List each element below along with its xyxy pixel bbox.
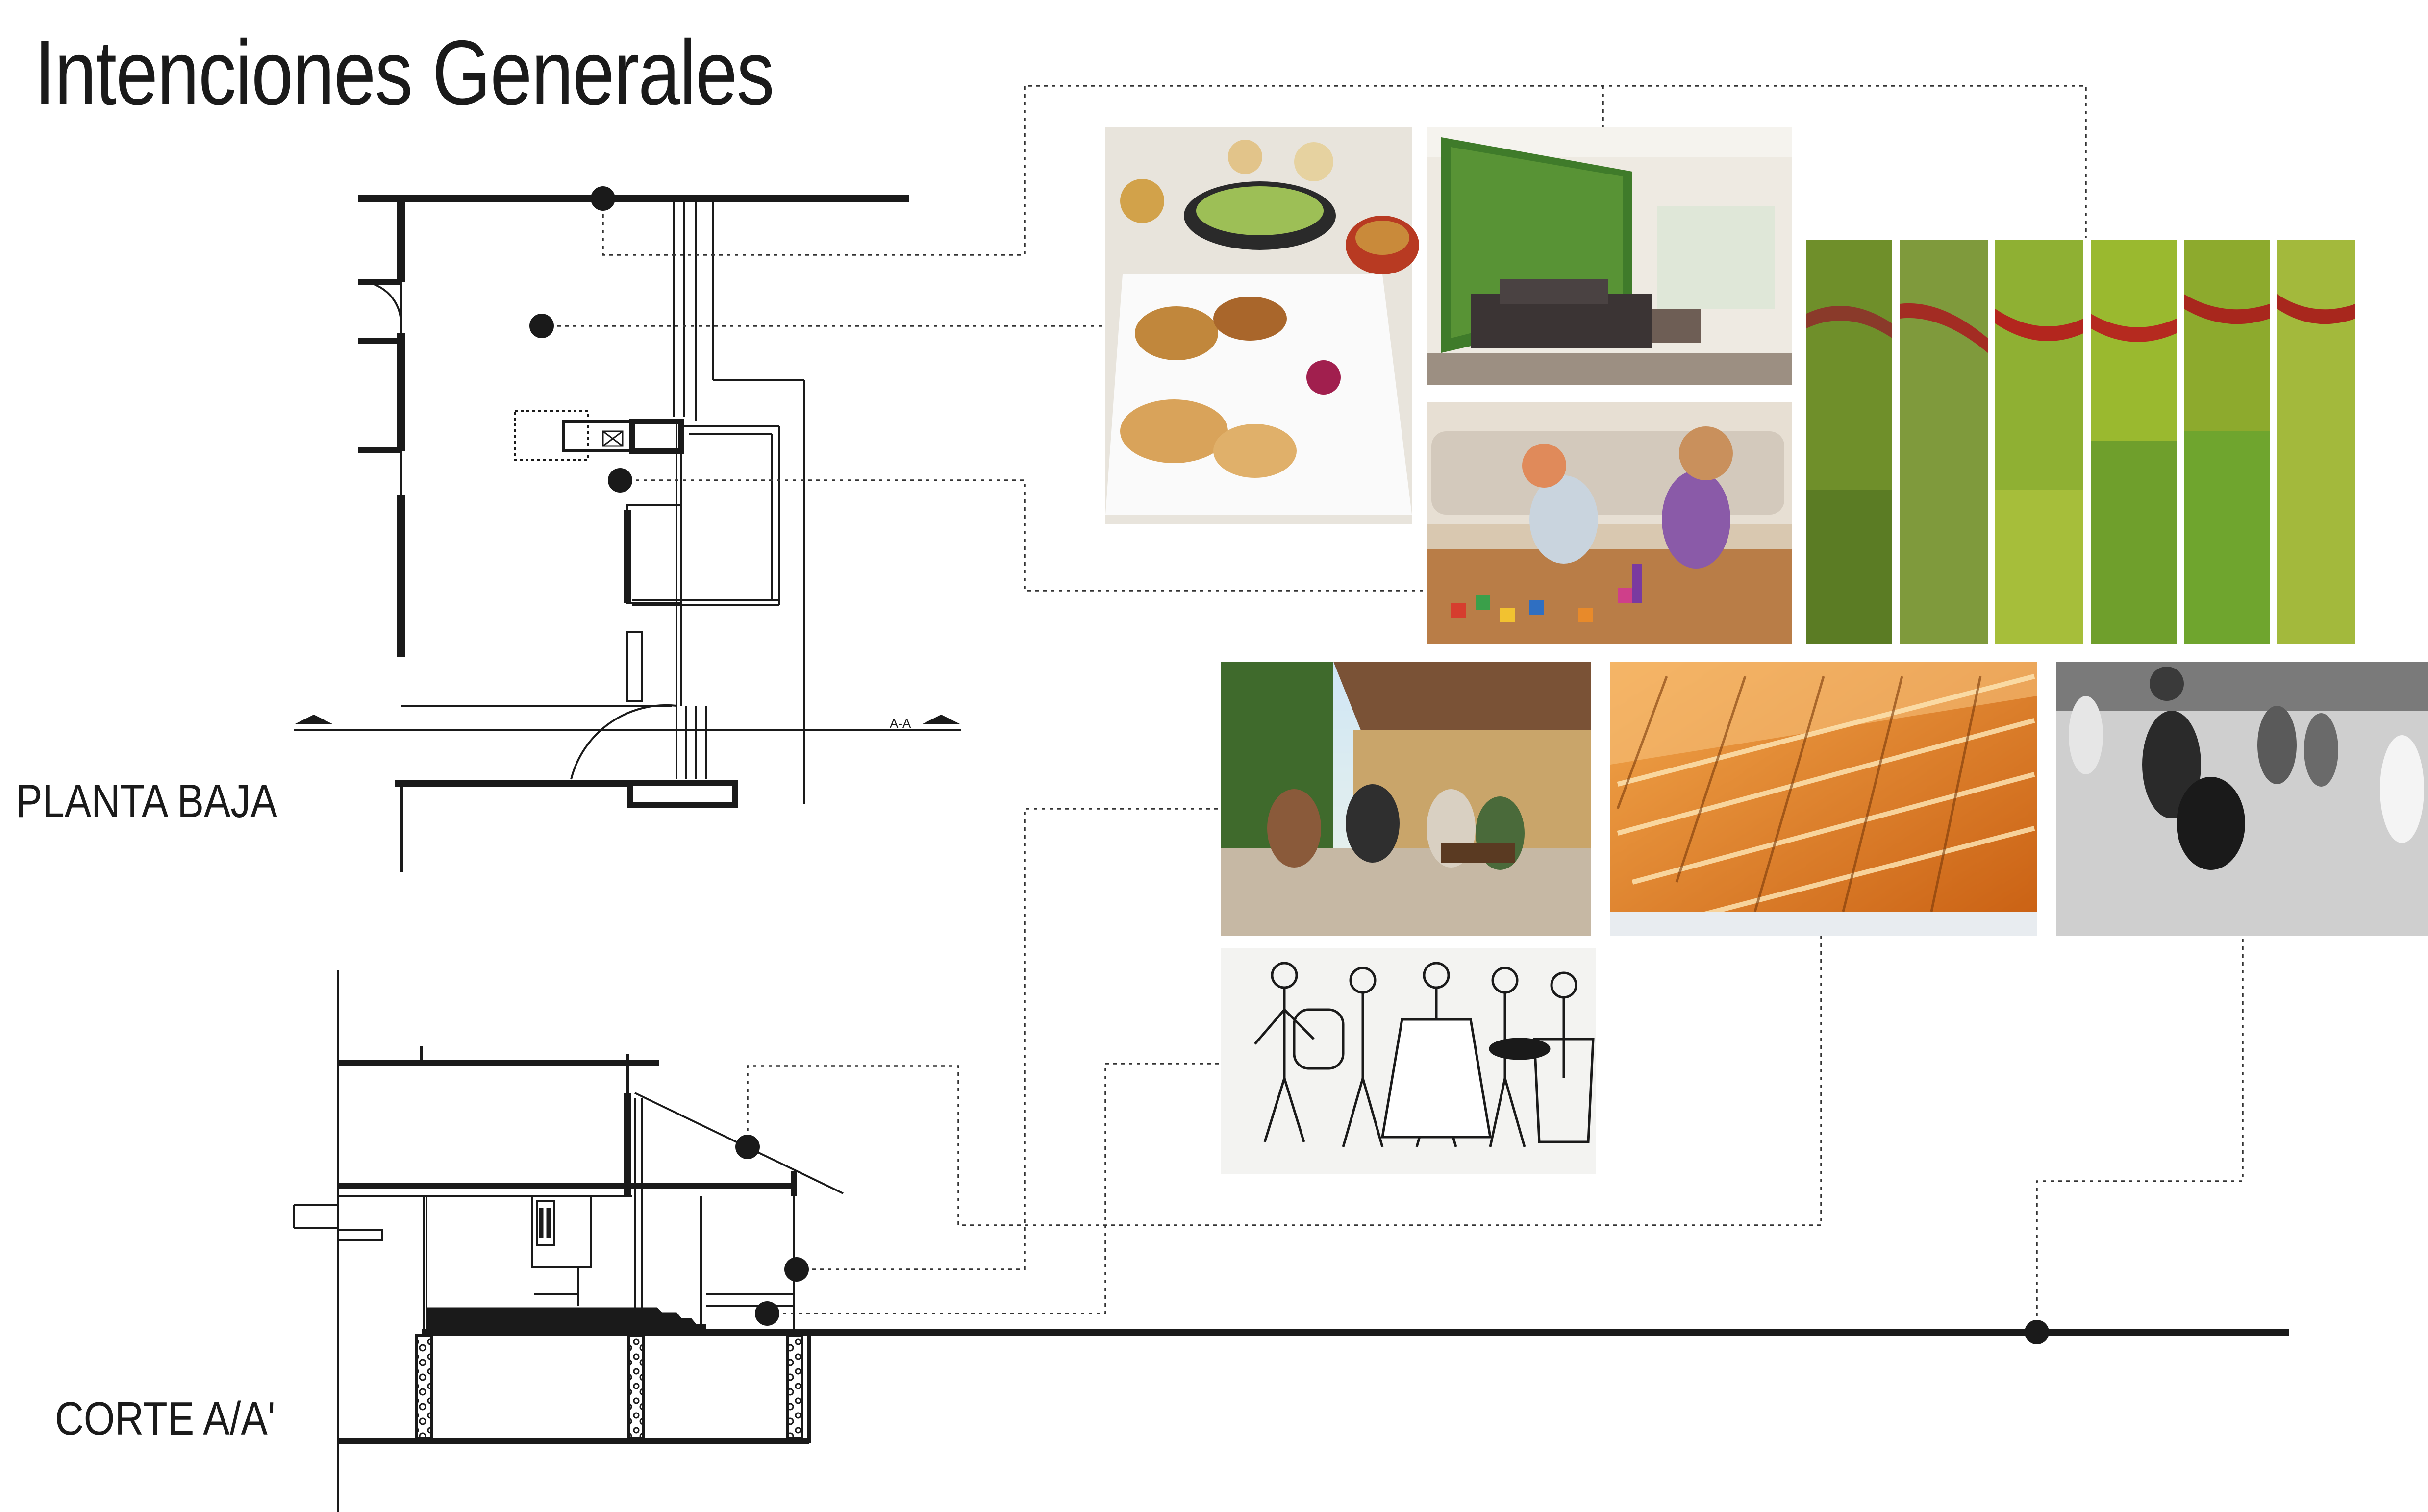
- floor-plan: [294, 195, 961, 872]
- marker-dot: [735, 1135, 760, 1159]
- section-mark: A-A: [890, 716, 911, 731]
- calaveras-engraving: [1221, 948, 1596, 1174]
- leader-lines: [542, 85, 2244, 1332]
- marker-dot: [784, 1257, 809, 1282]
- children-bw-photo: [2056, 662, 2428, 936]
- wood-roof-structure-photo: [1610, 662, 2037, 936]
- green-wall-lounge-photo: [1427, 127, 1792, 385]
- marker-dot: [529, 314, 554, 338]
- section-drawing: [293, 970, 2289, 1512]
- marker-dot: [2025, 1320, 2049, 1344]
- vertical-garden-strips-photo: [1806, 240, 2355, 644]
- corte-label: CORTE A/A': [55, 1392, 275, 1445]
- marker-dot: [755, 1301, 779, 1326]
- marker-dot: [608, 468, 632, 493]
- children-playing-photo: [1427, 402, 1792, 644]
- planta-baja-label: PLANTA BAJA: [16, 775, 277, 827]
- food-photo: [1105, 127, 1419, 524]
- page-title: Intenciones Generales: [34, 21, 775, 124]
- marker-dots: [529, 186, 2049, 1344]
- terrace-people-photo: [1221, 662, 1591, 936]
- marker-dot: [591, 186, 615, 211]
